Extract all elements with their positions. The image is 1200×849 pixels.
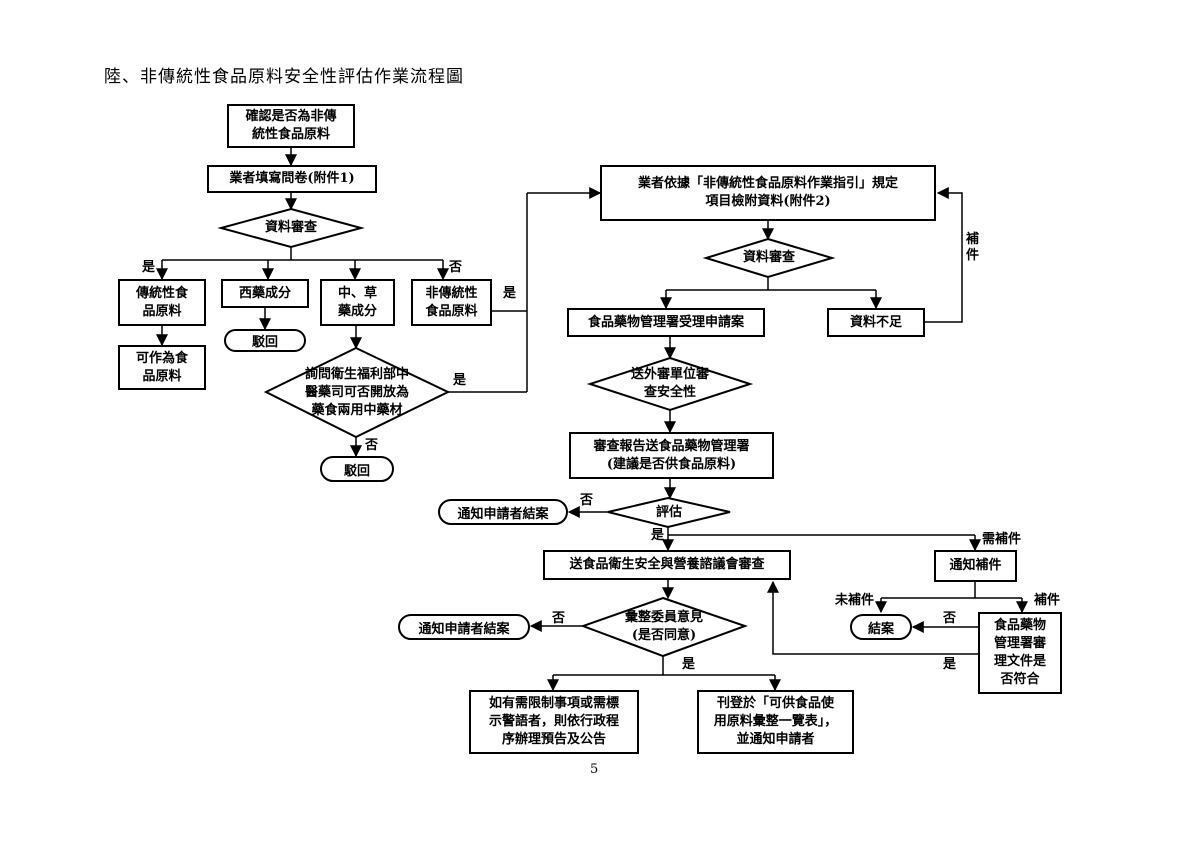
node-review2: 資料審查 xyxy=(742,250,795,265)
node-committee: 送食品衛生安全與營養諮議會審查 xyxy=(543,550,791,580)
node-close: 結案 xyxy=(850,614,912,640)
label-no-nontraditional: 否 xyxy=(449,260,463,275)
node-nontraditional: 非傳統性 食品原料 xyxy=(411,279,492,326)
node-insufficient: 資料不足 xyxy=(827,308,925,337)
node-ask-ministry: 詢問衛生福利部中 醫藥司可否開放為 藥食兩用中藥材 xyxy=(304,366,409,418)
node-questionnaire: 業者填寫問卷(附件1) xyxy=(207,165,377,193)
node-traditional: 傳統性食 品原料 xyxy=(118,279,206,326)
label-supplement: 補 件 xyxy=(966,232,980,263)
page-title: 陸、非傳統性食品原料安全性評估作業流程圖 xyxy=(104,67,464,87)
node-reject2: 駁回 xyxy=(320,456,394,482)
label-yes-ask: 是 xyxy=(453,373,467,388)
node-notify-close1: 通知申請者結案 xyxy=(438,499,568,525)
label-no-fda-check: 否 xyxy=(943,611,957,626)
label-no-ask: 否 xyxy=(365,438,379,453)
node-confirm: 確認是否為非傳 統性食品原料 xyxy=(227,104,355,148)
label-yes-evaluate: 是 xyxy=(651,528,665,543)
label-yes-nontraditional: 是 xyxy=(503,286,517,301)
label-need-supplement: 需補件 xyxy=(982,532,1022,547)
label-no-opinion: 否 xyxy=(552,611,566,626)
node-restrict: 如有需限制事項或需標 示警語者，則依行政程 序辦理預告及公告 xyxy=(469,690,639,754)
label-yes-fda-check: 是 xyxy=(943,657,957,672)
node-reject1: 駁回 xyxy=(224,329,306,352)
label-yes-opinion: 是 xyxy=(682,657,696,672)
node-evaluate: 評估 xyxy=(655,504,682,520)
label-not-supplemented: 未補件 xyxy=(835,593,875,608)
node-can-be-food: 可作為食 品原料 xyxy=(118,345,206,390)
node-review1: 資料審查 xyxy=(264,220,317,235)
node-western: 西藥成分 xyxy=(221,279,309,308)
node-external-review: 送外審單位審 查安全性 xyxy=(630,367,709,400)
node-fda-check: 食品藥物 管理署審 理文件是 否符合 xyxy=(978,612,1062,694)
label-yes-traditional: 是 xyxy=(142,260,156,275)
label-no-evaluate: 否 xyxy=(580,493,594,508)
node-report: 審查報告送食品藥物管理署 (建議是否供食品原料) xyxy=(569,432,774,479)
node-submit-docs: 業者依據「非傳統性食品原料作業指引」規定 項目檢附資料(附件2) xyxy=(600,165,936,221)
node-chinese: 中、草 藥成分 xyxy=(320,279,395,326)
node-notify-supplement: 通知補件 xyxy=(934,550,1017,582)
label-supplemented: 補件 xyxy=(1034,593,1061,608)
node-publish: 刊登於「可供食品使 用原料彙整一覽表」， 並通知申請者 xyxy=(697,690,854,754)
node-opinion: 彙整委員意見 (是否同意) xyxy=(624,610,703,643)
node-notify-close2: 通知申請者結案 xyxy=(398,614,530,640)
node-fda-accept: 食品藥物管理署受理申請案 xyxy=(567,308,765,337)
page-number: 5 xyxy=(590,762,599,777)
